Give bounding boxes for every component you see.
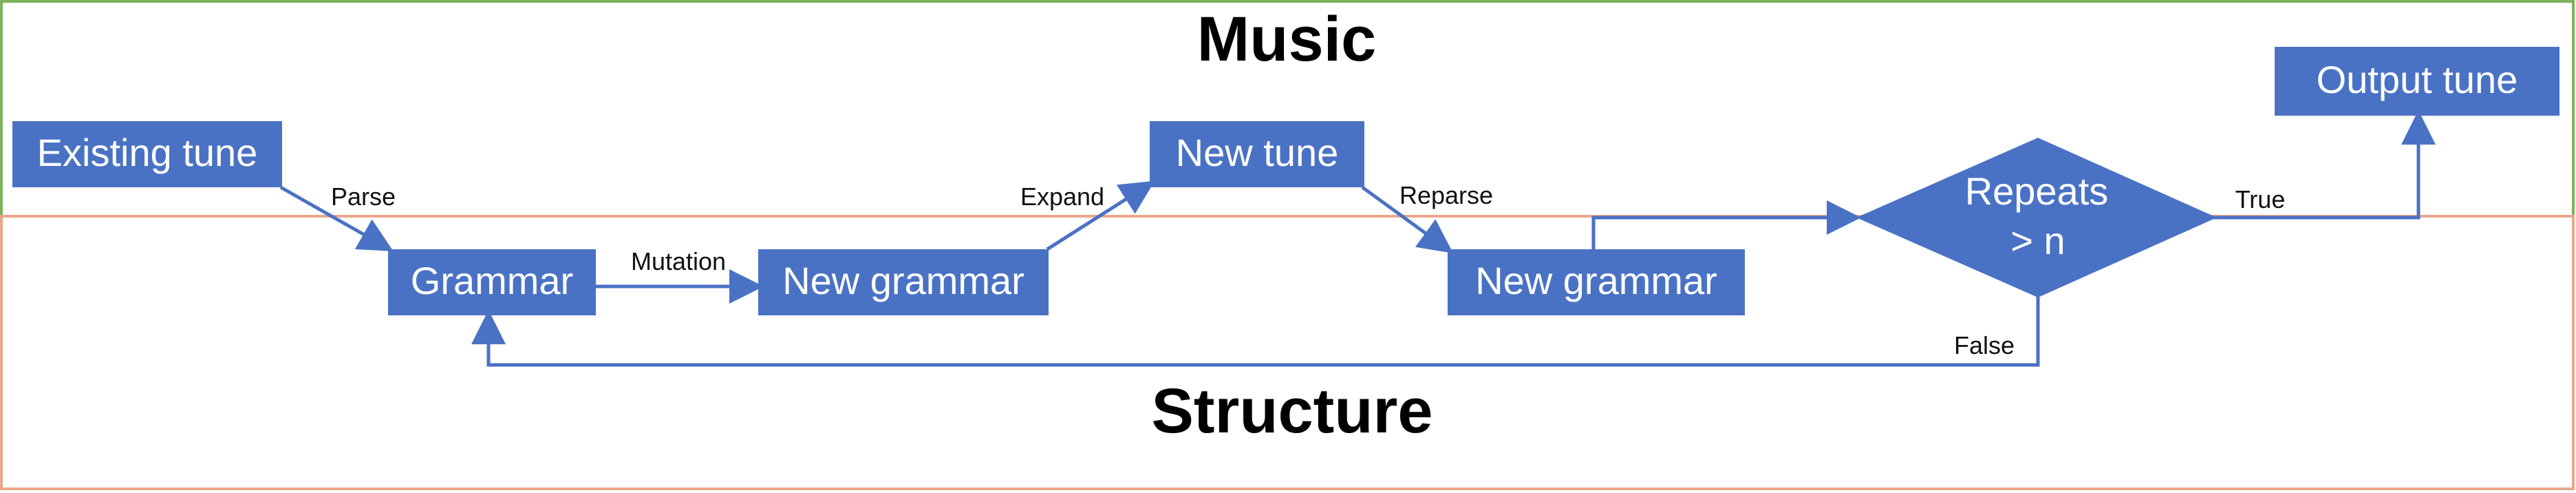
edge-label-mutation: Mutation: [631, 247, 726, 275]
node-repeats-decision: Repeats > n: [1856, 138, 2217, 297]
node-existing-tune: Existing tune: [12, 121, 282, 187]
edge-parse: [279, 185, 394, 251]
edge-label-true: True: [2235, 185, 2286, 213]
node-new-tune: New tune: [1150, 121, 1364, 187]
svg-text:> n: > n: [2010, 219, 2065, 262]
edge-reparse: [1361, 185, 1454, 253]
edge-label-parse: Parse: [331, 182, 396, 211]
svg-text:Repeats: Repeats: [1965, 169, 2109, 213]
edge-label-reparse: Reparse: [1399, 181, 1493, 209]
edge-expand: [1046, 180, 1155, 251]
svg-text:New grammar: New grammar: [1475, 259, 1717, 302]
edge-to-decision: [1591, 200, 1861, 249]
music-title: Music: [1197, 4, 1377, 74]
node-output-tune: Output tune: [2275, 47, 2559, 116]
svg-text:New grammar: New grammar: [782, 259, 1024, 302]
node-new-grammar-reparsed: New grammar: [1448, 249, 1745, 315]
node-new-grammar-mutated: New grammar: [758, 249, 1049, 315]
edge-true: [2213, 110, 2436, 220]
svg-text:Grammar: Grammar: [411, 259, 573, 302]
edge-label-false: False: [1954, 331, 2015, 359]
svg-text:Existing tune: Existing tune: [37, 131, 258, 174]
svg-text:Output tune: Output tune: [2317, 58, 2518, 101]
structure-title: Structure: [1152, 376, 1433, 446]
node-grammar: Grammar: [388, 249, 596, 315]
svg-text:New tune: New tune: [1176, 131, 1339, 174]
structure-region: [0, 215, 2575, 490]
edge-label-expand: Expand: [1020, 182, 1104, 211]
edge-false: [471, 296, 2040, 367]
